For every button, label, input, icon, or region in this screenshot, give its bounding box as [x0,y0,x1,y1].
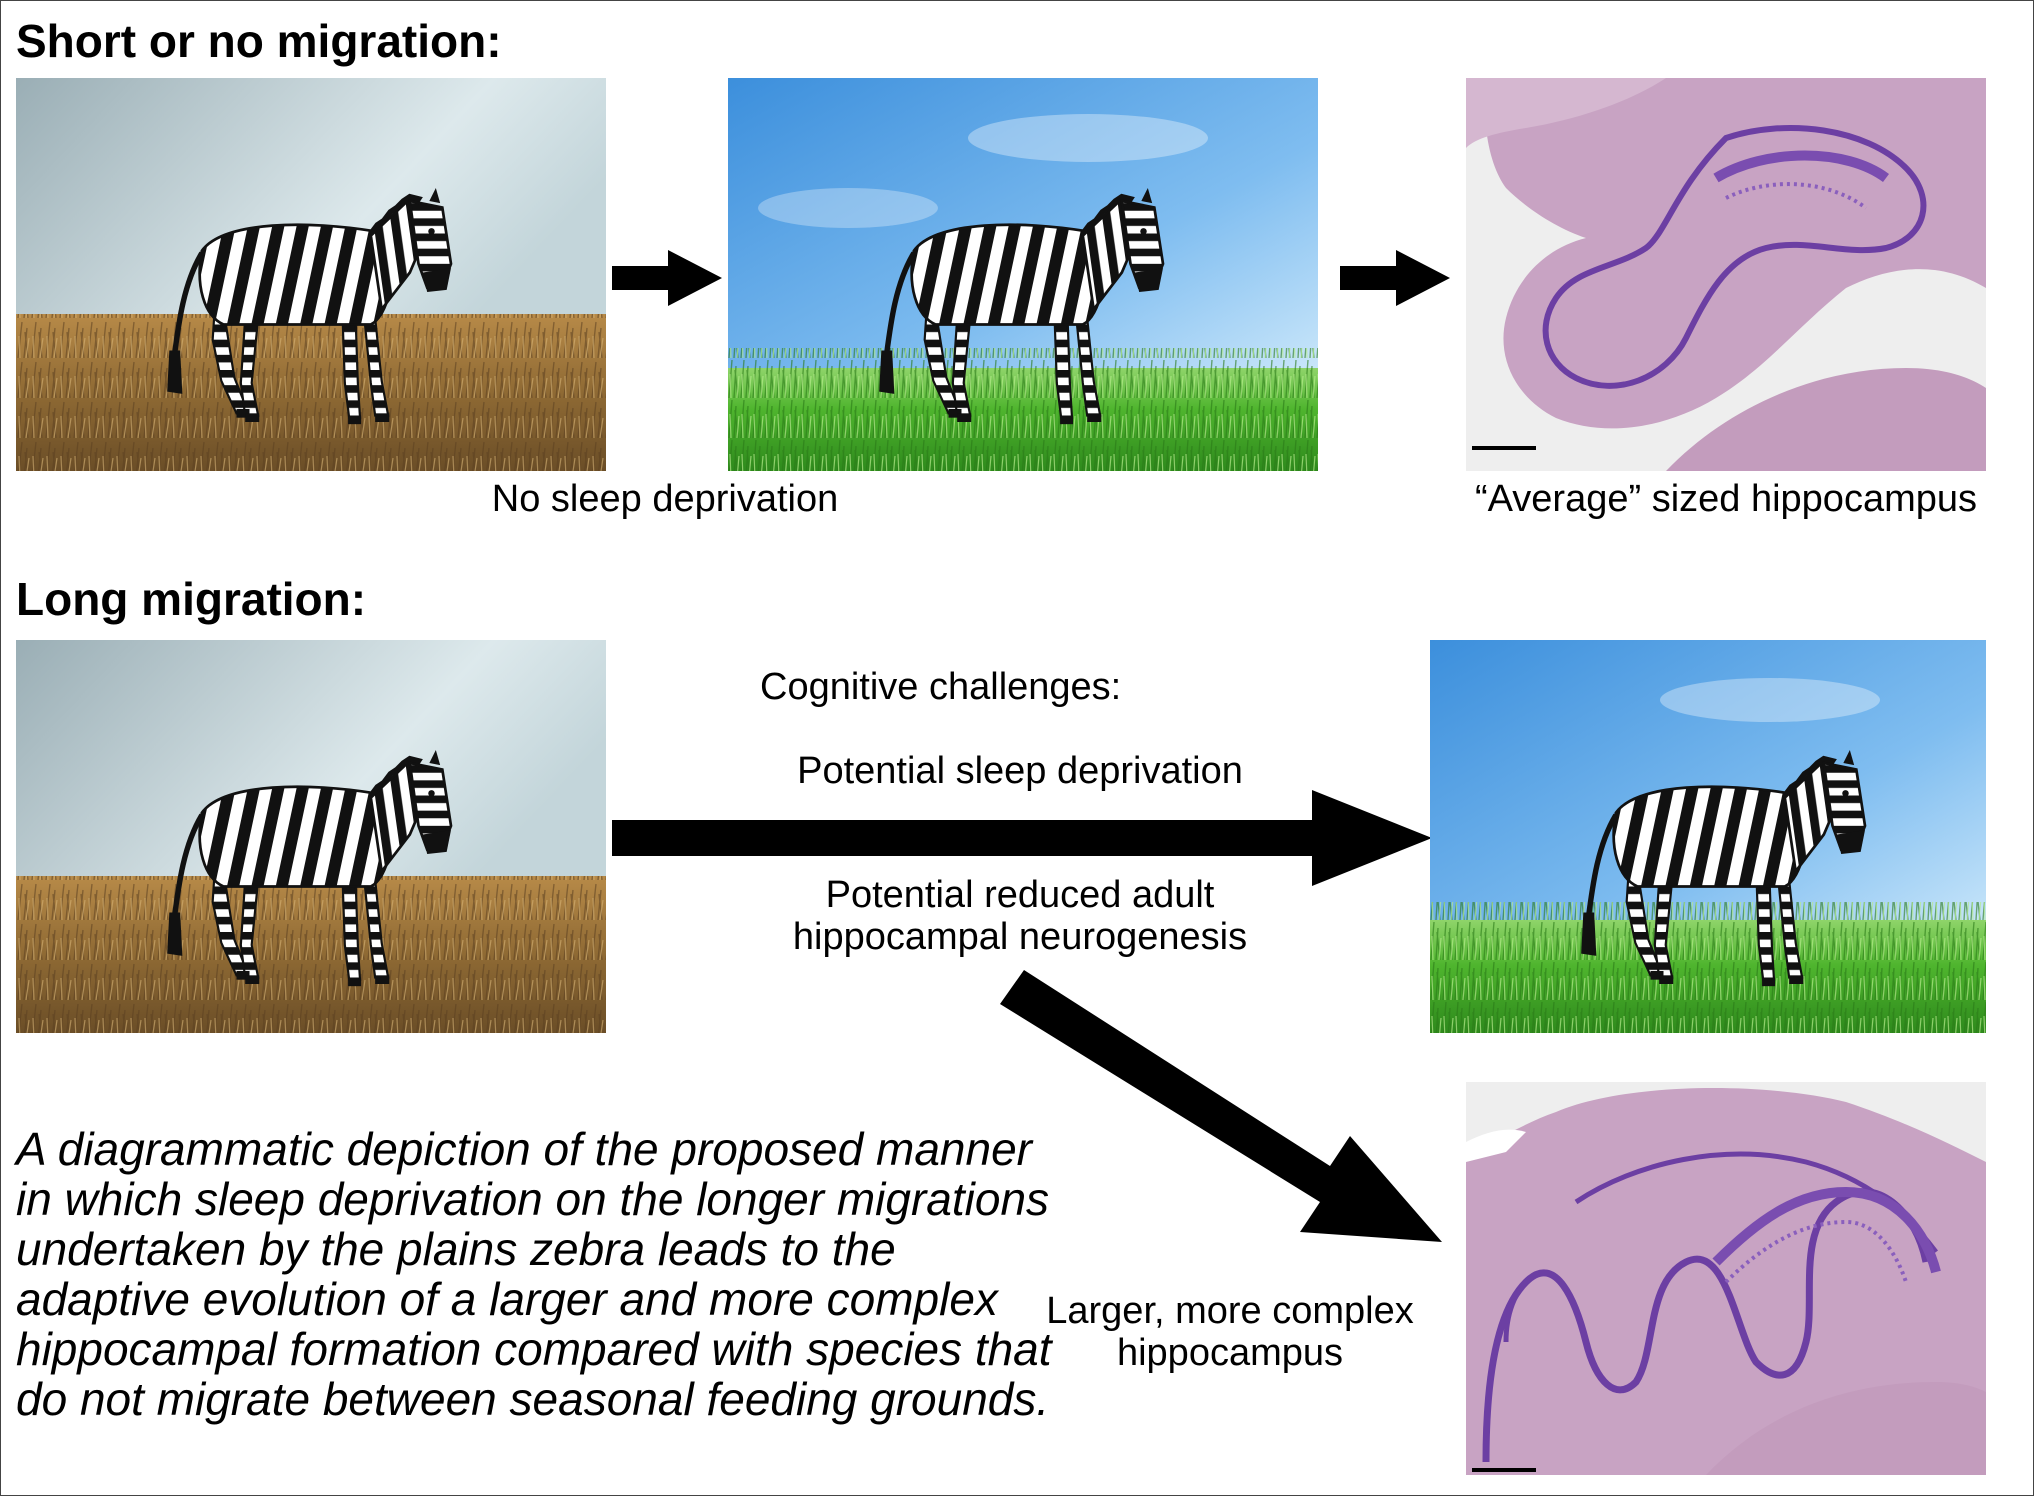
scale-bar [1472,1468,1536,1472]
green-pasture-zebra-image-long [1430,640,1986,1033]
no-sleep-deprivation-label: No sleep deprivation [491,478,839,520]
right-arrow-icon [1340,250,1450,306]
reduced-neurogenesis-label-line1: Potential reduced adult [825,874,1215,916]
dry-savanna-zebra-image [16,78,606,471]
right-arrow-icon [612,250,722,306]
short-migration-heading: Short or no migration: [16,15,502,67]
cognitive-challenges-label: Cognitive challenges: [760,666,1122,708]
scale-bar [1472,446,1536,450]
dry-savanna-zebra-image-long [16,640,606,1033]
larger-hippocampus-label-line2: hippocampus [1116,1332,1344,1374]
larger-hippocampus-section-image [1466,1082,1986,1475]
figure-caption: A diagrammatic depiction of the proposed… [16,1123,1052,1425]
long-right-arrow-icon [612,790,1432,886]
larger-hippocampus-label-line1: Larger, more complex [1046,1290,1414,1332]
green-pasture-zebra-image [728,78,1318,471]
sleep-deprivation-label: Potential sleep deprivation [797,750,1243,792]
average-hippocampus-label: “Average” sized hippocampus [1474,478,1977,520]
reduced-neurogenesis-label-line2: hippocampal neurogenesis [792,916,1248,958]
average-hippocampus-section-image [1466,78,1986,471]
diagonal-arrow-icon [1000,970,1442,1242]
long-migration-heading: Long migration: [16,573,367,625]
